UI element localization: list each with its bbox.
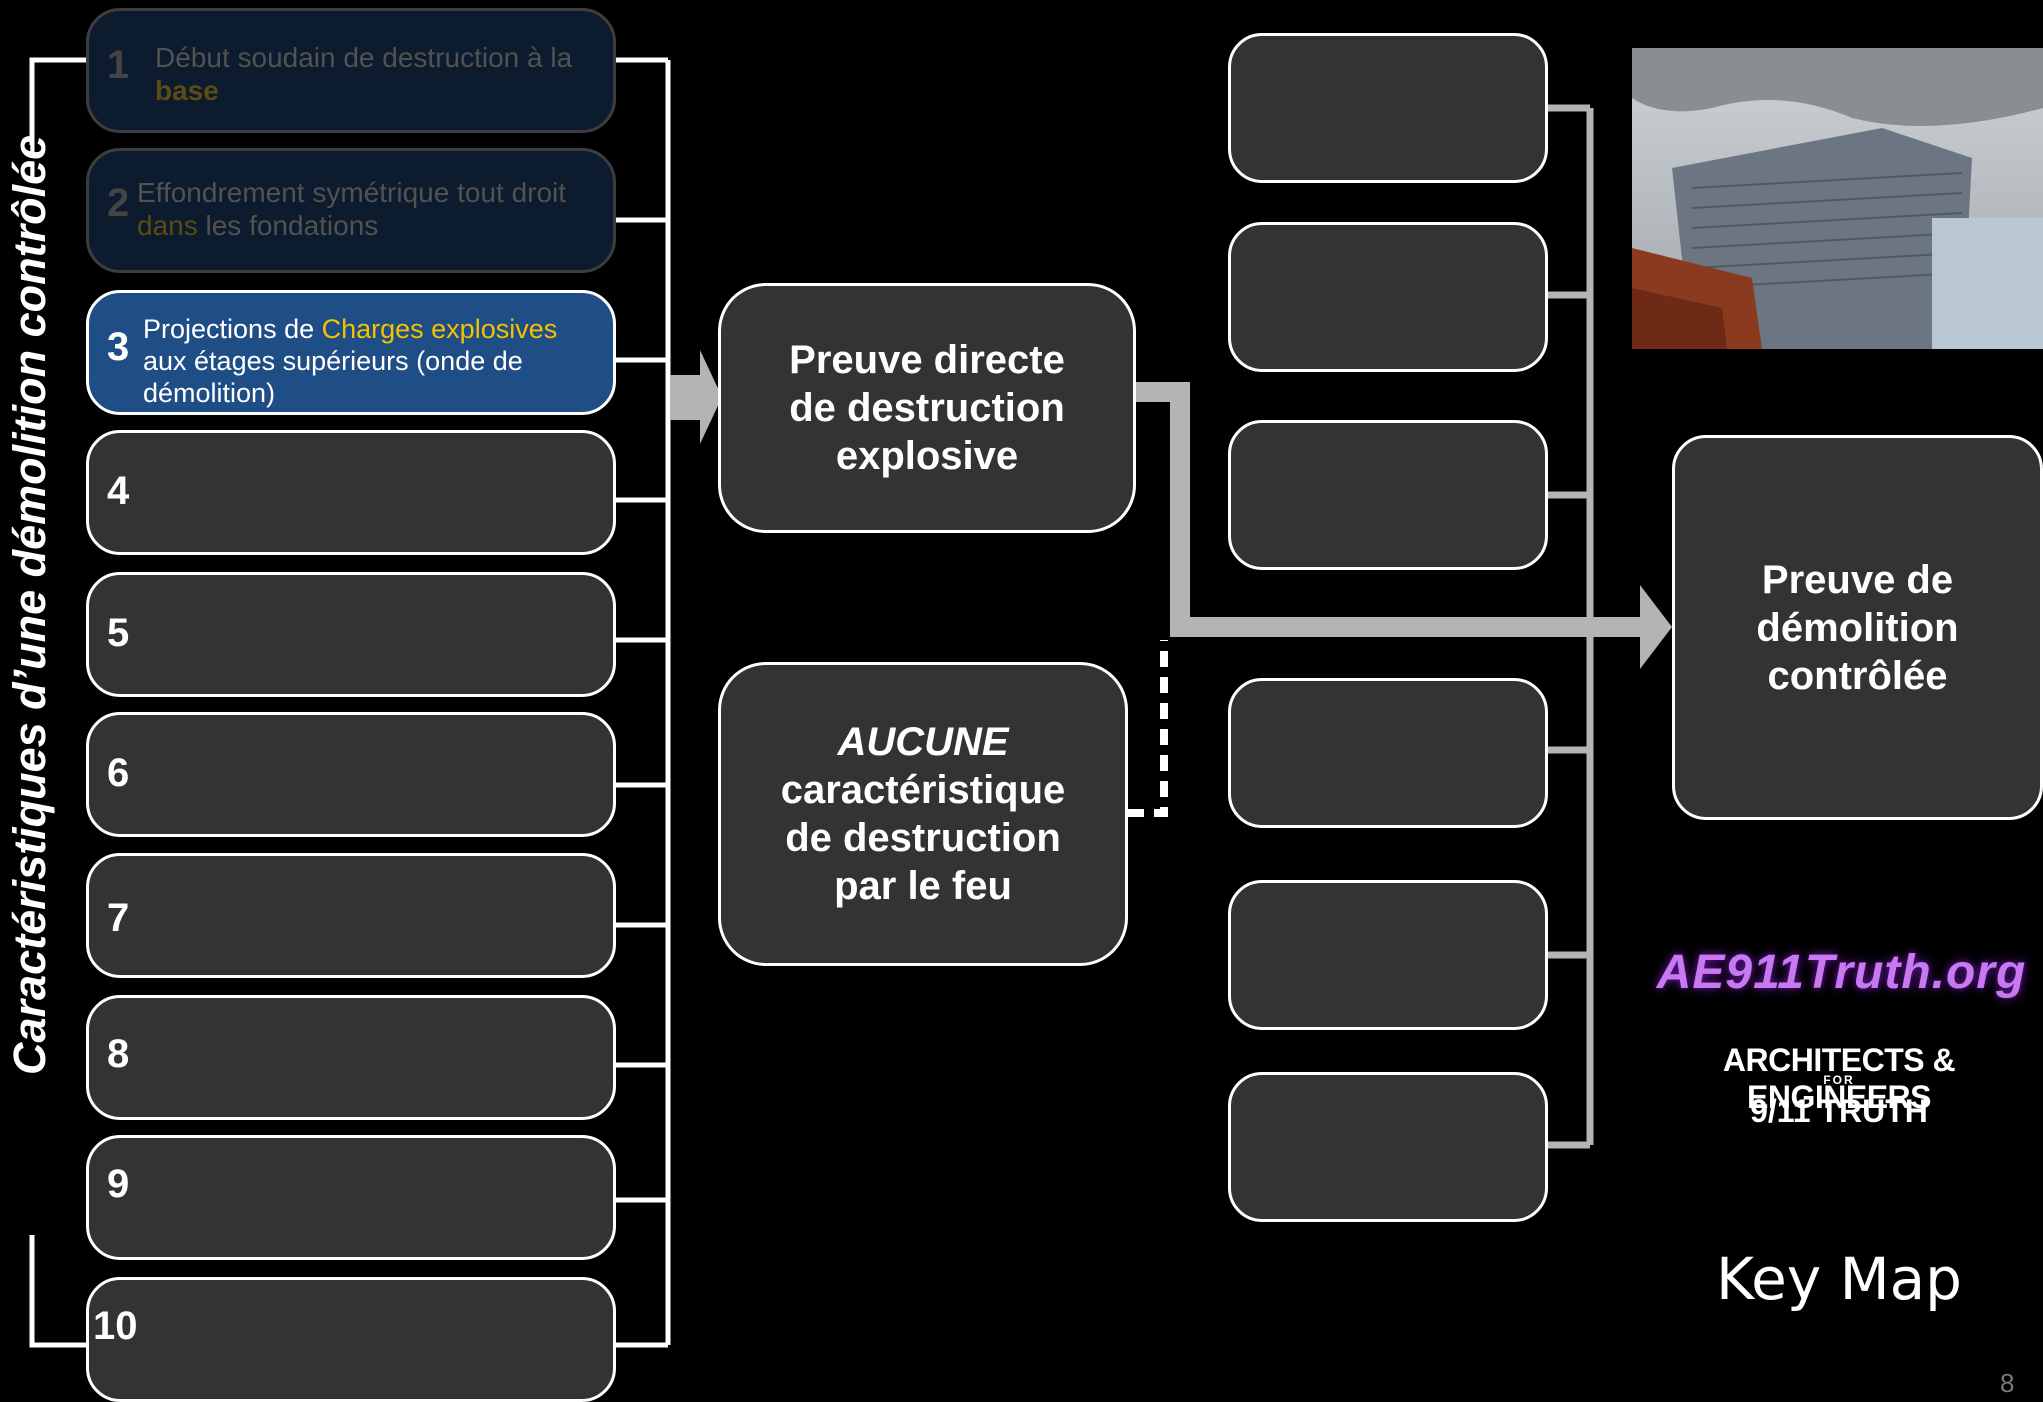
characteristic-box-5: 5 xyxy=(86,572,616,697)
text-highlight: base xyxy=(155,75,219,106)
characteristic-number: 2 xyxy=(107,181,130,225)
logo-line-1: ARCHITECTS & ENGINEERS xyxy=(1722,1042,1956,1115)
characteristic-number: 1 xyxy=(107,43,130,87)
text-before: Début soudain de destruction à la xyxy=(155,42,573,73)
characteristic-box-2: 2 Effondrement symétrique tout droit dan… xyxy=(86,148,616,273)
characteristic-box-6: 6 xyxy=(86,712,616,837)
text-before: Projections de xyxy=(143,314,322,344)
evidence-box-5 xyxy=(1228,880,1548,1030)
key-map-label: Key Map xyxy=(1716,1245,1962,1313)
characteristic-number: 3 xyxy=(107,325,130,369)
evidence-box-2 xyxy=(1228,222,1548,372)
dashed-path-no-fire xyxy=(1128,640,1168,817)
characteristic-box-7: 7 xyxy=(86,853,616,978)
characteristic-number: 4 xyxy=(107,469,130,513)
conclusion-box: Preuve de démolition contrôlée xyxy=(1672,435,2043,820)
direct-evidence-box: Preuve directe de destruction explosive xyxy=(718,283,1136,533)
text-highlight: dans xyxy=(137,210,198,241)
arrow-to-direct-evidence xyxy=(670,350,722,444)
characteristic-text: Effondrement symétrique tout droit dans … xyxy=(137,176,597,242)
text-after: les fondations xyxy=(197,210,379,241)
characteristic-number: 7 xyxy=(107,896,130,940)
characteristic-number: 6 xyxy=(107,751,130,795)
side-bracket-bottom xyxy=(29,1235,86,1348)
text-after: aux étages supérieurs (onde de démolitio… xyxy=(143,346,523,408)
characteristic-box-3: 3 Projections de Charges explosives aux … xyxy=(86,290,616,415)
characteristic-box-9: 9 xyxy=(86,1135,616,1260)
characteristic-number: 9 xyxy=(107,1162,130,1206)
arrow-to-conclusion xyxy=(1640,585,1672,669)
text-highlight: Charges explosives xyxy=(321,314,558,344)
logo-line-2: FOR xyxy=(1823,1073,1855,1087)
no-fire-emphasis: AUCUNE xyxy=(837,720,1009,764)
characteristic-box-10: 10 xyxy=(86,1277,616,1402)
text-before: Effondrement symétrique tout droit xyxy=(137,177,567,208)
characteristic-box-8: 8 xyxy=(86,995,616,1120)
page-number: 8 xyxy=(2000,1368,2015,1398)
no-fire-text: AUCUNE caractéristique de destruction pa… xyxy=(753,718,1093,910)
characteristic-number: 10 xyxy=(93,1304,138,1348)
ae911truth-url-logo: AE911Truth.org xyxy=(1656,946,2027,999)
characteristic-box-4: 4 xyxy=(86,430,616,555)
evidence-box-3 xyxy=(1228,420,1548,570)
direct-evidence-text: Preuve directe de destruction explosive xyxy=(789,338,1065,478)
characteristic-number: 8 xyxy=(107,1032,130,1076)
characteristic-number: 5 xyxy=(107,611,130,655)
evidence-box-6 xyxy=(1228,1072,1548,1222)
no-fire-rest: caractéristique de destruction par le fe… xyxy=(780,768,1066,908)
no-fire-box: AUCUNE caractéristique de destruction pa… xyxy=(718,662,1128,966)
characteristic-text: Début soudain de destruction à la base xyxy=(155,41,597,107)
path-direct-to-conclusion xyxy=(1135,382,1640,637)
side-bracket-top xyxy=(29,57,86,145)
evidence-box-4 xyxy=(1228,678,1548,828)
characteristic-box-1: 1 Début soudain de destruction à la base xyxy=(86,8,616,133)
evidence-box-1 xyxy=(1228,33,1548,183)
logo-line-3: 9/11 TRUTH xyxy=(1750,1093,1928,1129)
characteristic-text: Projections de Charges explosives aux ét… xyxy=(143,313,597,409)
conclusion-text: Preuve de démolition contrôlée xyxy=(1756,557,1959,698)
building-photo xyxy=(1632,48,2043,349)
side-label: Caractéristiques d’une démolition contrô… xyxy=(4,134,55,1075)
